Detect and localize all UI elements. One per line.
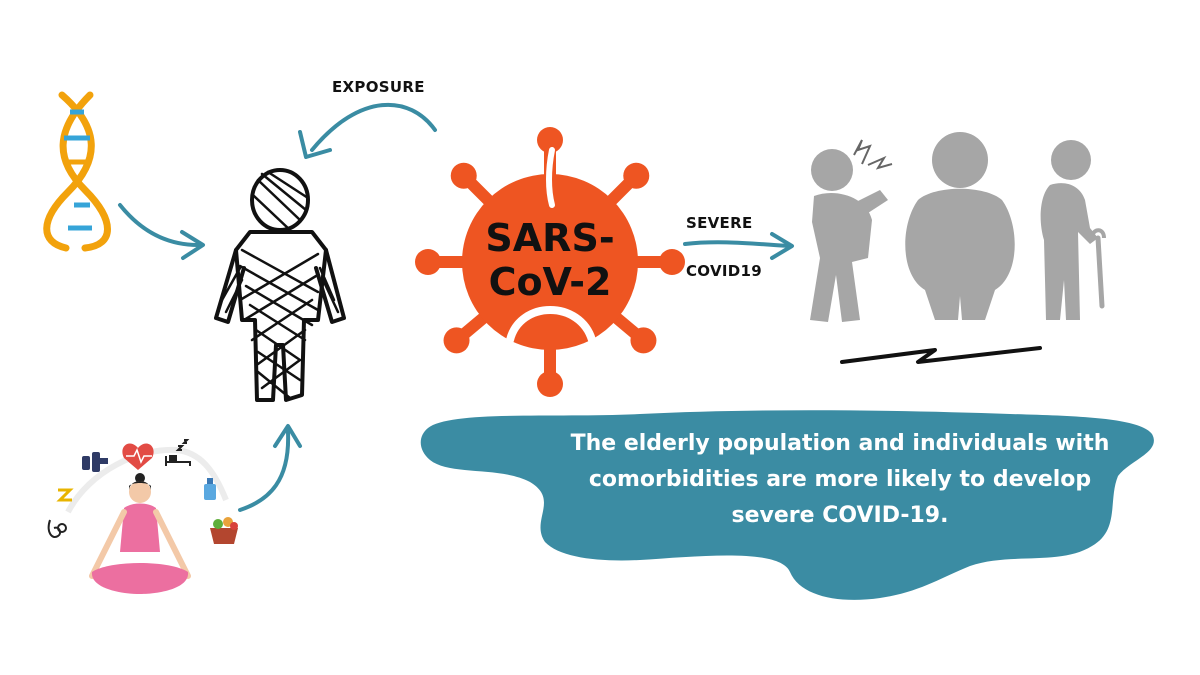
severe-label: SEVERE: [686, 214, 753, 232]
water-bottle-icon: [204, 478, 216, 500]
exposure-label: EXPOSURE: [332, 78, 425, 96]
dna-to-person-arrow: [118, 203, 205, 260]
nutrition-icon: [56, 488, 74, 502]
virus-spike-tip: [450, 162, 477, 189]
exposure-arrow: [298, 102, 437, 159]
chest-pain-person-icon: [810, 139, 893, 322]
stethoscope-icon: [47, 519, 67, 538]
ground-zigzag-line: [840, 346, 1042, 364]
callout-text: The elderly population and individuals w…: [570, 431, 1110, 528]
dna-icon: [43, 91, 111, 252]
sketched-person-icon: [214, 168, 346, 402]
virus-name-label: SARS-CoV-2: [485, 216, 615, 304]
lifestyle-group: [47, 439, 238, 594]
lifestyle-to-person-arrow: [238, 424, 302, 512]
obese-person-icon: [905, 132, 1015, 320]
virus-spike-tip: [537, 127, 563, 153]
meditating-woman-icon: [89, 473, 191, 594]
virus-spike-tip: [415, 249, 441, 275]
severe-covid-arrow: [683, 232, 794, 260]
virus-spike-tip: [537, 371, 563, 397]
callout-blob: [420, 410, 1154, 600]
elderly-person-icon: [1040, 140, 1106, 320]
heart-icon: [122, 443, 154, 470]
food-basket-icon: [210, 517, 238, 544]
sleep-icon: [165, 439, 191, 466]
dumbbell-icon: [82, 452, 108, 472]
covid19-label: COVID19: [686, 262, 762, 280]
virus-spike-tip: [630, 327, 657, 354]
virus-spike-tip: [659, 249, 685, 275]
coronavirus-icon: [415, 127, 685, 397]
virus-spike-tip: [623, 162, 650, 189]
virus-spike-tip: [443, 327, 470, 354]
